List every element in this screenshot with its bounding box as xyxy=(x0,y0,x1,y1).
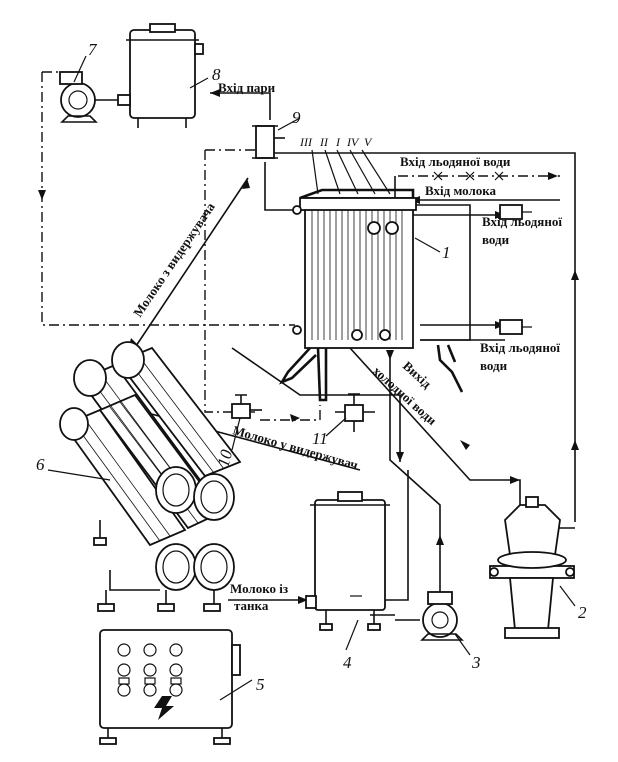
tank-8 xyxy=(117,23,204,128)
pump-3 xyxy=(420,591,464,641)
component-numbers: 1 2 3 4 5 6 7 8 9 10 11 xyxy=(36,40,587,694)
number-5: 5 xyxy=(256,675,265,694)
pump-7 xyxy=(59,71,98,123)
section-label-iii: III xyxy=(299,135,313,149)
ice-water-inlet-lower-label-2: води xyxy=(480,358,508,373)
number-1: 1 xyxy=(442,243,451,262)
plate-pasteurizer-1 xyxy=(278,149,532,402)
ice-water-inlet-lower-label-1: Вхід льодяної xyxy=(480,340,560,355)
number-7: 7 xyxy=(88,40,98,59)
number-10: 10 xyxy=(214,447,237,469)
number-8: 8 xyxy=(212,65,221,84)
tank-4 xyxy=(305,491,390,631)
milk-from-tank-label-2: танка xyxy=(234,598,269,613)
control-cabinet-5 xyxy=(99,629,241,745)
holding-tubes-6 xyxy=(59,341,242,612)
valve-11 xyxy=(335,393,375,432)
dash-dot-lines xyxy=(41,71,560,421)
section-label-i: I xyxy=(335,135,341,149)
regulator-9 xyxy=(252,125,285,159)
milk-inlet-label: Вхід молока xyxy=(425,183,497,198)
ice-water-inlet-right-label-1: Вхід льодяної xyxy=(482,214,562,229)
section-label-iv: IV xyxy=(346,135,360,149)
leader-lines xyxy=(47,55,471,701)
number-6: 6 xyxy=(36,455,45,474)
number-4: 4 xyxy=(343,653,352,672)
steam-inlet-label: Вхід пари xyxy=(218,80,276,95)
ice-water-inlet-right-label-2: води xyxy=(482,232,510,247)
milk-from-tank-label-1: Молоко із xyxy=(230,581,288,596)
valve-10 xyxy=(231,394,262,419)
milk-to-holder-label: Молоко у видержувач xyxy=(231,422,360,472)
number-3: 3 xyxy=(471,653,481,672)
number-2: 2 xyxy=(578,603,587,622)
section-labels: III II I IV V xyxy=(299,135,373,149)
section-label-ii: II xyxy=(319,135,329,149)
number-11: 11 xyxy=(312,429,328,448)
section-label-v: V xyxy=(364,135,373,149)
ice-water-inlet-top-label: Вхід льодяної води xyxy=(400,154,511,169)
number-9: 9 xyxy=(292,108,301,127)
separator-2 xyxy=(489,496,576,639)
